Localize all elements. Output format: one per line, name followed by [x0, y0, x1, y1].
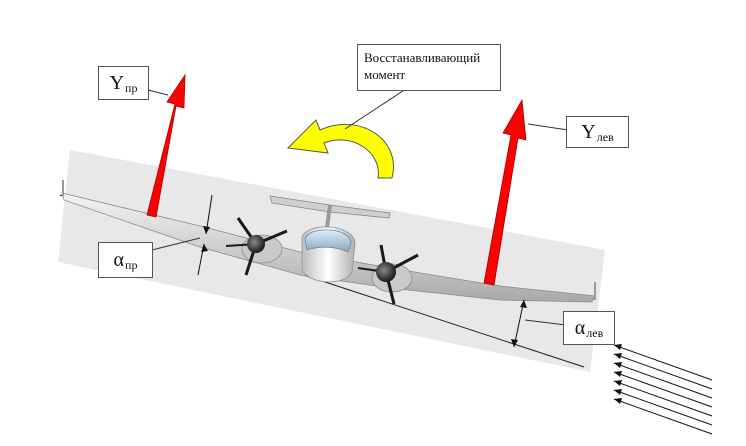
label-aoa-left-sub: лев [586, 325, 604, 340]
label-lift-left-sub: лев [596, 129, 614, 144]
moment-arrow [286, 119, 394, 179]
airplane-canopy [304, 229, 352, 253]
lift-arrow-right [146, 73, 186, 218]
label-moment-line2: момент [364, 67, 406, 82]
airplane-wing [61, 192, 596, 303]
label-aoa-right-symbol: α [113, 248, 125, 271]
label-aoa-right-sub: пр [125, 257, 138, 272]
lift-arrow-left [483, 98, 527, 286]
airplane [61, 180, 596, 305]
label-lift-right-sub: пр [125, 80, 138, 95]
propeller-left [225, 217, 288, 276]
aoa-indicator-right [197, 194, 213, 276]
label-aoa-left-symbol: α [574, 316, 586, 339]
label-lift-left-symbol: Y [581, 120, 596, 143]
airflow-arrows [613, 344, 713, 435]
label-lift-right-symbol: Y [109, 71, 125, 94]
label-moment-line1: Восстанавливающий [364, 50, 481, 65]
propeller-right [357, 244, 419, 305]
label-restoring-moment: Восстанавливающий момент [357, 44, 501, 91]
aoa-indicator-left [511, 299, 527, 348]
